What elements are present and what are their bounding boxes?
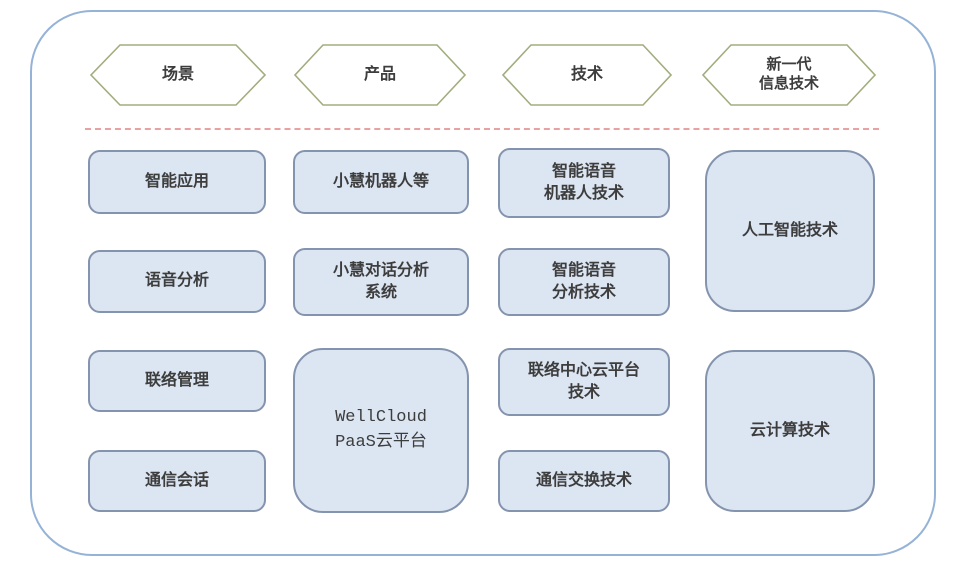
- box-label: 智能语音 机器人技术: [543, 162, 624, 202]
- header-label-scene: 场景: [161, 66, 194, 83]
- box-label: 通信会话: [144, 471, 209, 489]
- box-xiaohui-dialog-analysis-system: 小慧对话分析 系统: [293, 248, 469, 316]
- hexagon-shape: [294, 44, 466, 106]
- box-voice-analysis: 语音分析: [88, 250, 266, 313]
- header-label-technology: 技术: [570, 66, 603, 83]
- box-intelligent-voice-analysis-tech: 智能语音 分析技术: [498, 248, 670, 316]
- header-hex-product: 产品: [294, 44, 466, 106]
- box-label: WellCloud PaaS云平台: [335, 407, 427, 452]
- box-label: 小慧机器人等: [332, 172, 429, 190]
- box-communication-session: 通信会话: [88, 450, 266, 512]
- box-label: 通信交换技术: [535, 471, 632, 489]
- box-label: 联络中心云平台 技术: [527, 361, 640, 401]
- header-label-next-gen-it: 新一代 信息技术: [758, 56, 819, 92]
- box-label: 人工智能技术: [741, 221, 838, 239]
- box-xiaohui-robot: 小慧机器人等: [293, 150, 469, 214]
- box-label: 智能应用: [144, 172, 209, 190]
- box-label: 云计算技术: [749, 421, 830, 439]
- header-hex-technology: 技术: [502, 44, 672, 106]
- dashed-divider: [85, 128, 879, 130]
- box-wellcloud-paas-platform: WellCloud PaaS云平台: [293, 348, 469, 513]
- box-cloud-computing-technology: 云计算技术: [705, 350, 875, 512]
- header-label-product: 产品: [363, 66, 396, 83]
- hexagon-shape: [502, 44, 672, 106]
- box-label: 智能语音 分析技术: [551, 261, 616, 301]
- hexagon-shape: [90, 44, 266, 106]
- header-hex-next-gen-it: 新一代 信息技术: [702, 44, 876, 106]
- box-contact-management: 联络管理: [88, 350, 266, 412]
- box-intelligent-voice-robot-tech: 智能语音 机器人技术: [498, 148, 670, 218]
- box-label: 联络管理: [144, 371, 209, 389]
- hexagon-shape: [702, 44, 876, 106]
- box-communication-switching-tech: 通信交换技术: [498, 450, 670, 512]
- box-label: 小慧对话分析 系统: [332, 261, 429, 301]
- box-ai-technology: 人工智能技术: [705, 150, 875, 312]
- box-label: 语音分析: [144, 272, 209, 290]
- box-contact-center-cloud-platform-tech: 联络中心云平台 技术: [498, 348, 670, 416]
- box-smart-application: 智能应用: [88, 150, 266, 214]
- header-hex-scene: 场景: [90, 44, 266, 106]
